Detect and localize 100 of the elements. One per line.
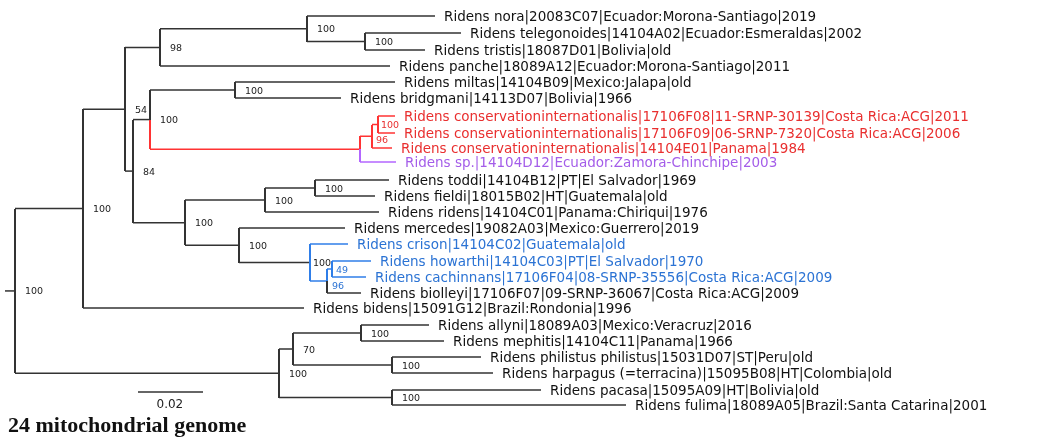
- clade-bracket: [82, 109, 112, 308]
- clade-bracket: [238, 228, 268, 263]
- support-value: 100: [381, 119, 400, 130]
- branch-line: [124, 170, 134, 172]
- branch-line: [326, 292, 362, 294]
- branch-line: [132, 221, 186, 224]
- clade-bracket: [359, 136, 362, 162]
- branch-line: [331, 276, 367, 278]
- taxon-label: Ridens ridens|14104C01|Panama:Chiriqui|1976: [379, 204, 708, 220]
- branch-line: [14, 207, 84, 210]
- support-value: 100: [317, 23, 336, 35]
- taxon-label: Ridens fulima|18089A05|Brazil:Santa Catarina|2001: [626, 397, 988, 413]
- branch-line: [82, 307, 305, 309]
- taxon-label: Ridens conservationinternationalis|14104E01|Panama|1984: [392, 140, 806, 156]
- support-value: 100: [375, 36, 394, 47]
- support-value: 100: [195, 217, 214, 229]
- branch-line: [314, 195, 376, 197]
- taxon-label: Ridens miltas|14104B09|Mexico:Jalapa|old: [395, 74, 692, 90]
- branch-line: [238, 261, 311, 264]
- clade-bracket: [391, 357, 421, 373]
- branch-line: [391, 356, 482, 358]
- support-value: 100: [249, 239, 268, 251]
- clade-bracket: [159, 28, 183, 66]
- taxon-label: Ridens crison|14104C02|Guatemala|old: [348, 236, 626, 252]
- taxon-label: Ridens tristis|18087D01|Bolivia|old: [425, 42, 672, 58]
- clade-bracket: [149, 90, 179, 150]
- branch-line: [159, 65, 391, 67]
- taxon-label: Ridens biolleyi|17106F07|09-SRNP-36067|Costa Rica:ACG|2009: [361, 285, 800, 301]
- branch-line: [234, 97, 342, 99]
- branch-line: [292, 332, 362, 334]
- taxon-label: Ridens mephitis|14104C11|Panama|1966: [444, 333, 733, 349]
- clade-bracket: [391, 390, 421, 405]
- taxon-label: Ridens cachinnans|17106F04|08-SRNP-35556|Costa Rica:ACG|2009: [366, 269, 833, 285]
- support-value: 98: [170, 41, 183, 53]
- clade-bracket: [234, 82, 264, 98]
- clade-bracket: [264, 188, 294, 212]
- clade-bracket: [314, 180, 344, 196]
- support-value: 96: [332, 279, 345, 291]
- branch-line: [309, 243, 349, 245]
- clade-bracket: [132, 119, 156, 223]
- taxon-label: Ridens allyni|18089A03|Mexico:Veracruz|2016: [429, 317, 752, 333]
- branch-line: [159, 28, 308, 30]
- taxon-label: Ridens telegonoides|14104A02|Ecuador:Esmeraldas|2002: [461, 25, 863, 41]
- clade-bracket: [364, 33, 394, 50]
- taxon-label: Ridens mercedes|19082A03|Mexico:Guerrero|2019: [345, 220, 699, 236]
- branch-line: [184, 199, 266, 201]
- branch-line: [278, 348, 294, 350]
- branch-line: [391, 404, 627, 406]
- clade-bracket: [14, 208, 44, 374]
- support-value: 96: [376, 133, 389, 145]
- branch-line: [364, 49, 426, 51]
- branch-line: [371, 147, 393, 149]
- taxon-label: Ridens philistus philistus|15031D07|ST|Peru|old: [481, 349, 813, 365]
- support-value: 100: [402, 359, 421, 371]
- branch-line: [326, 268, 333, 270]
- branch-line: [264, 187, 316, 189]
- taxon-label: Ridens toddi|14104B12|PT|El Salvador|1969: [389, 172, 697, 188]
- support-value: 100: [402, 392, 421, 403]
- clade-bracket: [292, 333, 316, 365]
- branch-line: [292, 364, 393, 366]
- branch-line: [360, 324, 430, 326]
- support-value: 100: [275, 194, 294, 206]
- branch-line: [331, 260, 372, 262]
- taxon-label: Ridens bidens|15091G12|Brazil:Rondonia|1996: [304, 300, 632, 316]
- branch-line: [306, 40, 366, 43]
- branch-line: [149, 89, 236, 91]
- support-value: 100: [325, 182, 344, 194]
- clade-bracket: [309, 244, 332, 281]
- clade-bracket: [377, 116, 400, 133]
- support-value: 100: [313, 257, 332, 268]
- taxon-label: Ridens bridgmani|14113D07|Bolivia|1966: [341, 90, 633, 106]
- branch-line: [377, 132, 396, 134]
- scale-value: 0.02: [156, 397, 184, 411]
- taxon-label: Ridens panche|18089A12|Ecuador:Morona-Santiago|2011: [390, 58, 791, 74]
- branch-line: [391, 389, 542, 391]
- branch-line: [264, 211, 380, 213]
- clade-bracket: [360, 325, 390, 341]
- taxon-label: Ridens fieldi|18015B02|HT|Guatemala|old: [375, 188, 668, 204]
- branch-line: [4, 290, 16, 292]
- support-value: 49: [336, 263, 349, 275]
- branch-line: [309, 280, 328, 282]
- clade-bracket: [331, 261, 349, 277]
- clade-bracket: [184, 200, 214, 246]
- branch-line: [238, 227, 346, 229]
- branch-line: [149, 148, 361, 150]
- branch-line: [364, 32, 462, 34]
- support-value: 54: [135, 103, 148, 115]
- support-value: 100: [160, 114, 179, 126]
- support-value: 84: [143, 165, 156, 177]
- branch-line: [124, 46, 161, 49]
- taxon-label: Ridens howarthi|14104C03|PT|El Salvador|1970: [371, 253, 704, 269]
- support-value: 100: [245, 84, 264, 96]
- branch-line: [306, 15, 436, 17]
- taxon-label: Ridens harpagus (=terracina)|15095B08|HT|Colombia|old: [493, 365, 893, 381]
- branch-line: [82, 108, 126, 110]
- branch-line: [359, 161, 397, 163]
- branch-line: [278, 396, 393, 399]
- clade-bracket: [306, 16, 336, 42]
- branch-line: [234, 81, 396, 83]
- support-value: 100: [289, 367, 308, 379]
